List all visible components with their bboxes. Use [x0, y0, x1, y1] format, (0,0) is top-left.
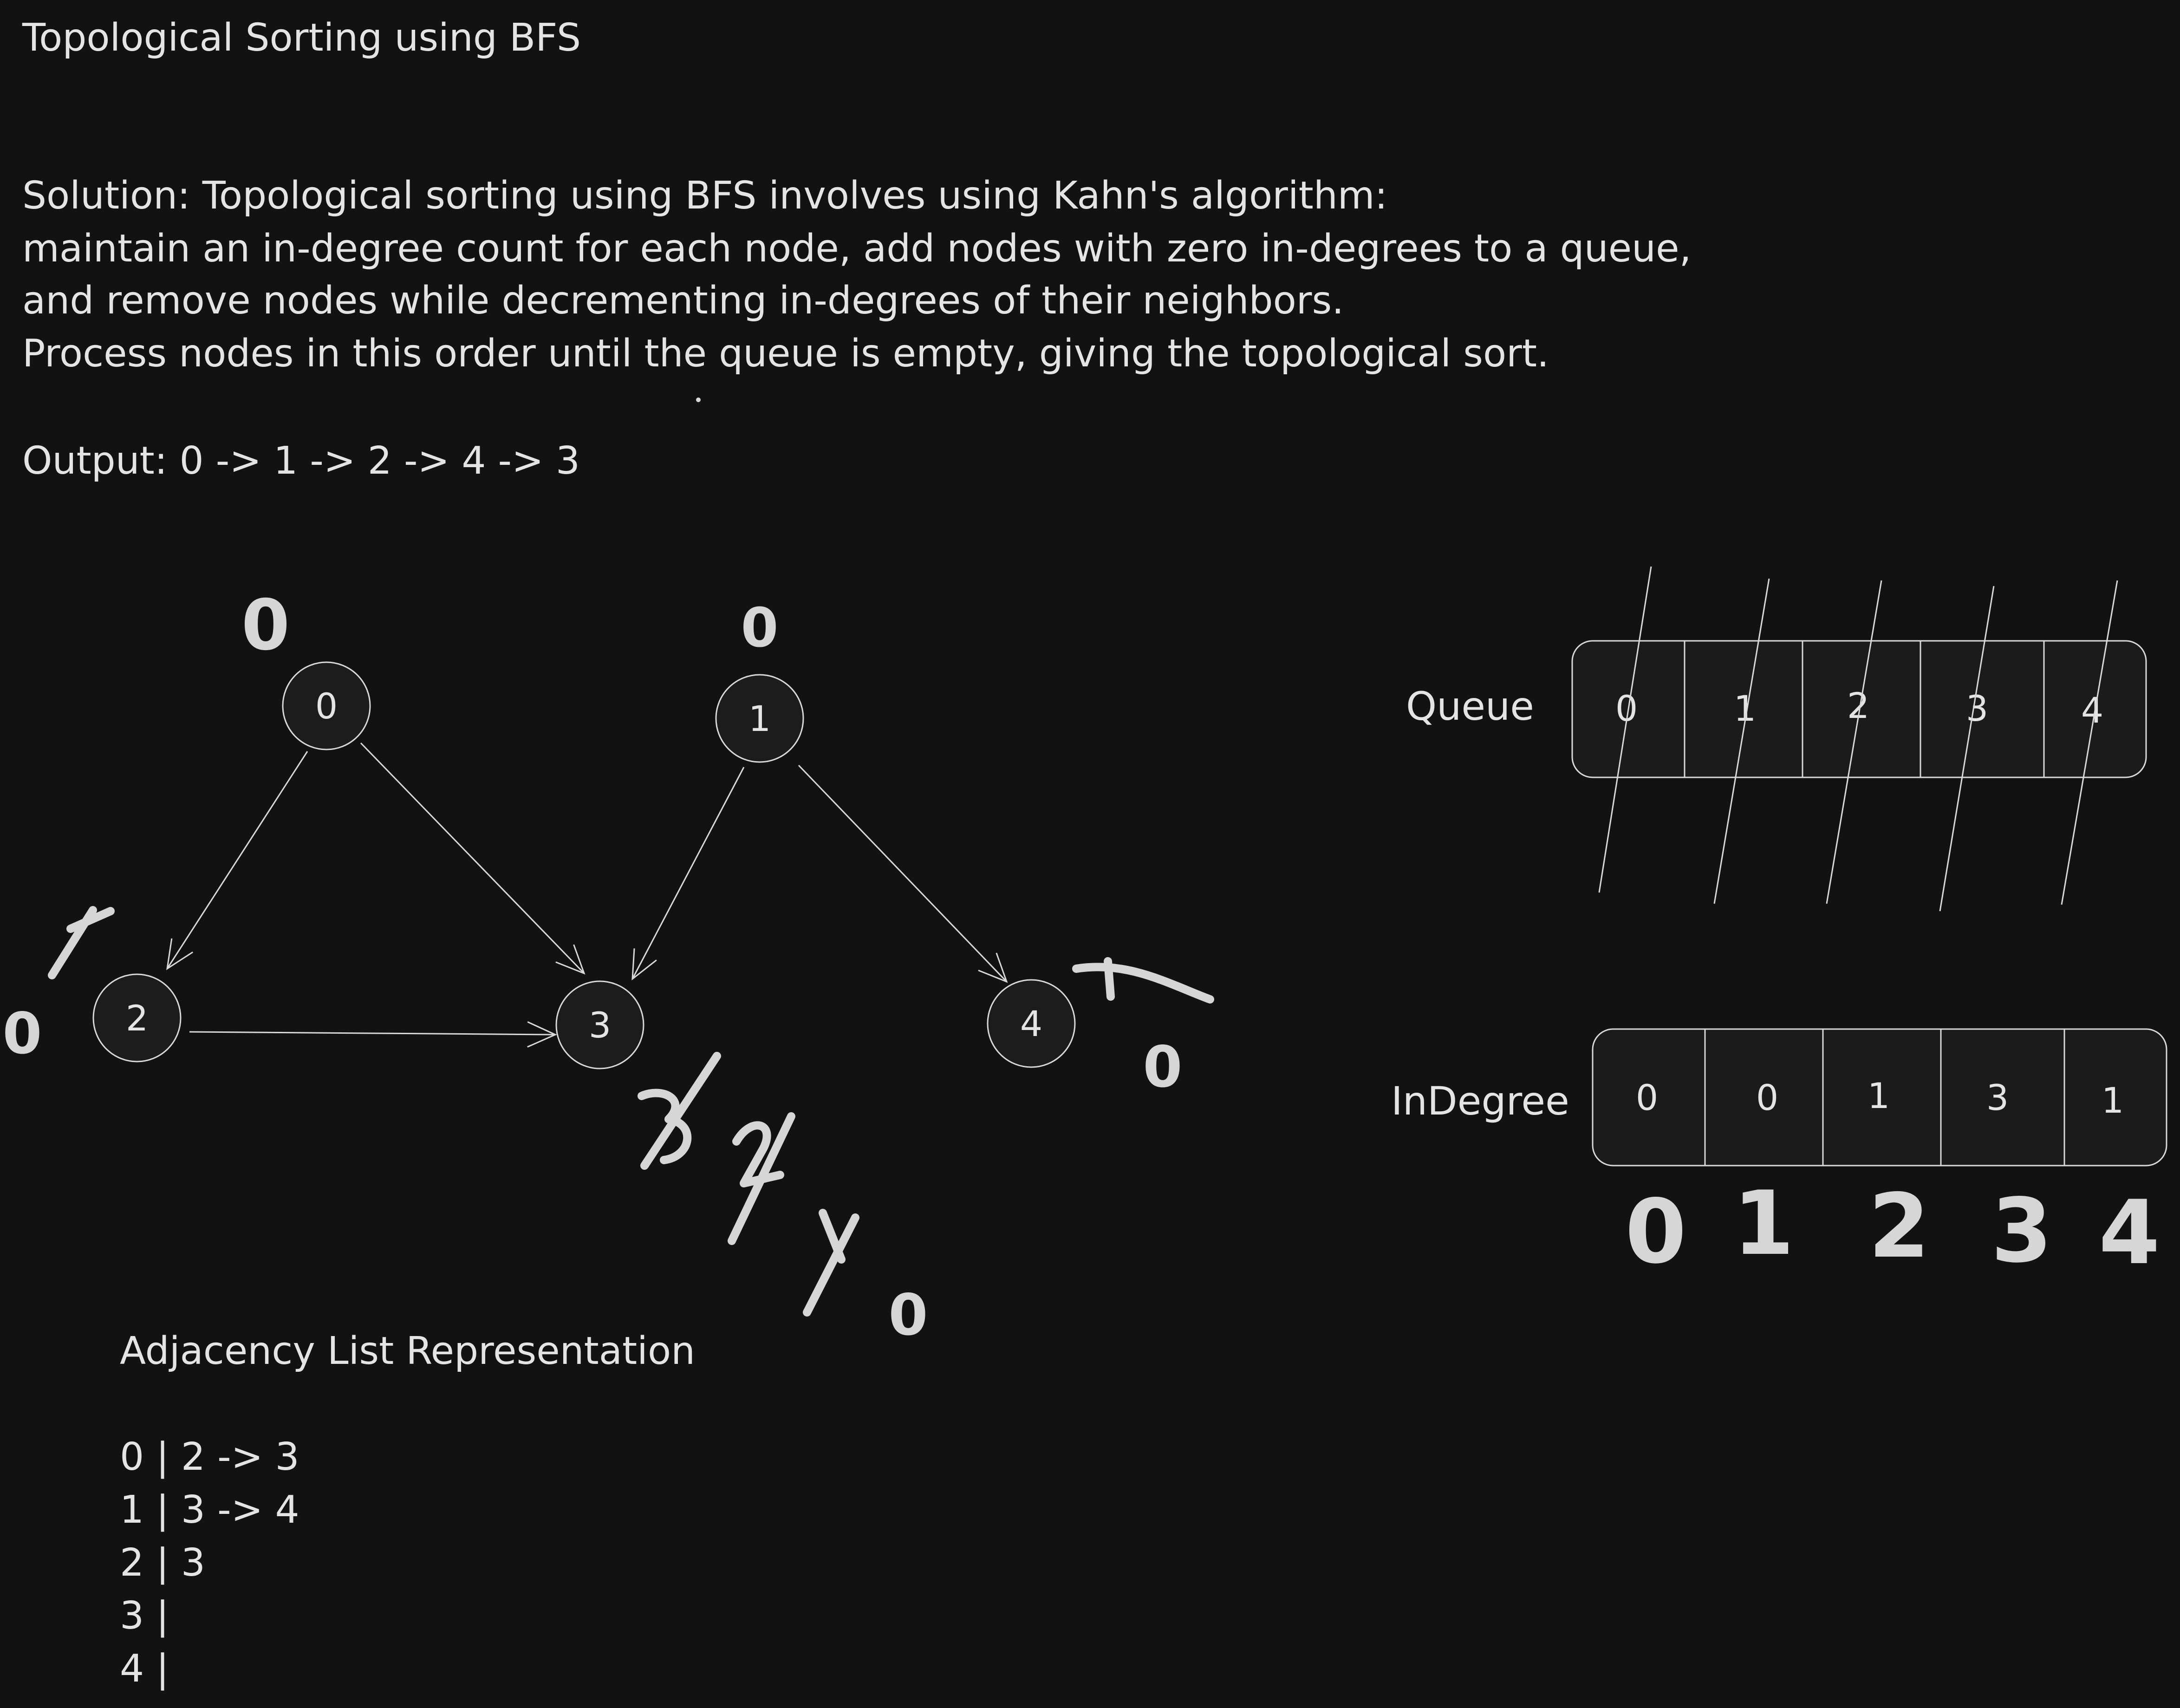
adjacency-row: 3 |: [120, 1594, 169, 1638]
annotation-node4: 0: [1143, 1034, 1183, 1100]
queue-array: 0 1 2 3 4: [1571, 566, 2147, 912]
indegree-cell: 0: [1636, 1077, 1658, 1118]
node-4: 4: [987, 979, 1076, 1068]
node-0: 0: [282, 661, 371, 750]
adjacency-row: 1 | 3 -> 4: [120, 1488, 299, 1532]
annotation-node0: 0: [241, 585, 290, 666]
edge-2-3: [189, 1021, 557, 1048]
page-title: Topological Sorting using BFS: [22, 16, 581, 60]
solution-line: Solution: Topological sorting using BFS …: [22, 174, 1388, 218]
edge-1-4: [798, 764, 1008, 983]
solution-line: and remove nodes while decrementing in-d…: [22, 279, 1344, 323]
node-2: 2: [92, 973, 182, 1063]
queue-label: Queue: [1406, 684, 1534, 729]
node-3-label: 3: [589, 1004, 611, 1046]
crossed-one-node4: [1072, 957, 1214, 1004]
node-0-label: 0: [315, 685, 338, 727]
queue-cell: 3: [1966, 688, 1988, 729]
annotation-node3: 0: [889, 1282, 928, 1348]
index-label: 4: [2099, 1181, 2160, 1284]
node-2-label: 2: [126, 997, 148, 1039]
adjacency-row: 2 | 3: [120, 1541, 206, 1585]
edge-0-3: [360, 742, 586, 975]
index-label: 2: [1868, 1175, 1930, 1278]
edge-0-2: [166, 751, 308, 971]
solution-line: maintain an in-degree count for each nod…: [22, 227, 1692, 271]
indegree-cell: 0: [1756, 1077, 1778, 1118]
edge-1-3: [631, 767, 745, 981]
indegree-array: 0 0 1 3 1: [1592, 1028, 2167, 1167]
solution-line: Process nodes in this order until the qu…: [22, 332, 1549, 376]
node-1-label: 1: [748, 698, 771, 739]
node-1: 1: [715, 674, 804, 763]
indegree-index-labels: 0 1 2 3 4: [1625, 1172, 2160, 1284]
stray-dot: [696, 398, 701, 402]
graph-edges: [166, 742, 1008, 1048]
adjacency-row: 0 | 2 -> 3: [120, 1435, 299, 1479]
output-text: Output: 0 -> 1 -> 2 -> 4 -> 3: [22, 439, 580, 483]
crossed-two-node3: [728, 1112, 795, 1245]
node-4-label: 4: [1020, 1003, 1042, 1044]
indegree-label: InDegree: [1391, 1078, 1569, 1124]
annotation-node1: 0: [741, 597, 779, 659]
index-label: 0: [1625, 1180, 1686, 1283]
index-label: 1: [1733, 1172, 1794, 1275]
indegree-cell: 3: [1986, 1077, 2009, 1118]
handwritten-annotations: 0 0 0 0 0: [3, 585, 1214, 1348]
crossed-one-node3: [803, 1209, 859, 1317]
index-label: 3: [1991, 1180, 2052, 1282]
adjacency-heading: Adjacency List Representation: [120, 1329, 696, 1373]
crossed-one-node2: [48, 906, 115, 979]
adjacency-row: 4 |: [120, 1647, 169, 1691]
annotation-node2: 0: [3, 1001, 42, 1067]
queue-strikes: [1598, 566, 2118, 912]
indegree-cell: 1: [1868, 1075, 1890, 1116]
node-3: 3: [555, 980, 644, 1069]
indegree-cell: 1: [2102, 1080, 2124, 1121]
crossed-three-node3: [638, 1052, 721, 1170]
